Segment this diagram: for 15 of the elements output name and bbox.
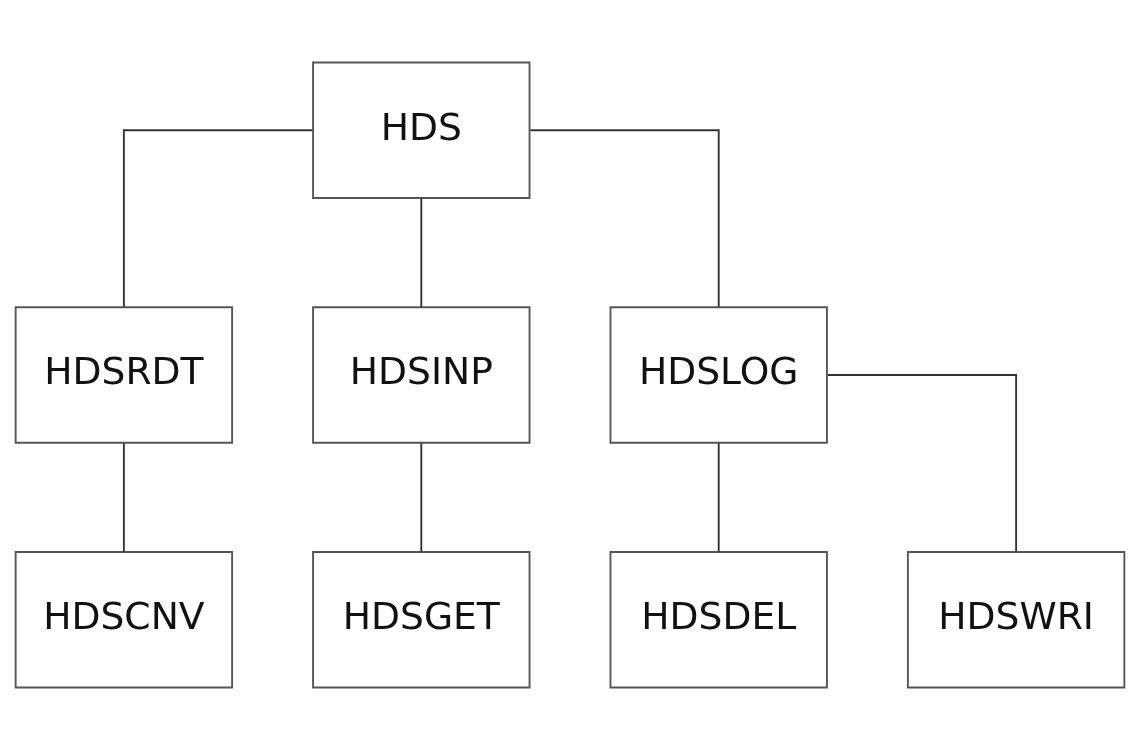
connector bbox=[529, 128, 720, 308]
node-box: HDSINP bbox=[312, 305, 531, 444]
node-box: HDSGET bbox=[312, 550, 531, 688]
connector bbox=[826, 373, 1018, 552]
connector bbox=[420, 197, 423, 308]
connector bbox=[122, 128, 314, 308]
connector bbox=[122, 441, 125, 553]
node-box: HDSLOG bbox=[609, 305, 828, 444]
node-box: HDSCNV bbox=[14, 550, 234, 688]
node-box: HDSRDT bbox=[14, 305, 234, 444]
connector bbox=[717, 441, 720, 553]
connector bbox=[420, 441, 423, 553]
node-box: HDSWRI bbox=[906, 550, 1126, 688]
node-box: HDS bbox=[312, 61, 531, 199]
node-box: HDSDEL bbox=[609, 550, 828, 688]
